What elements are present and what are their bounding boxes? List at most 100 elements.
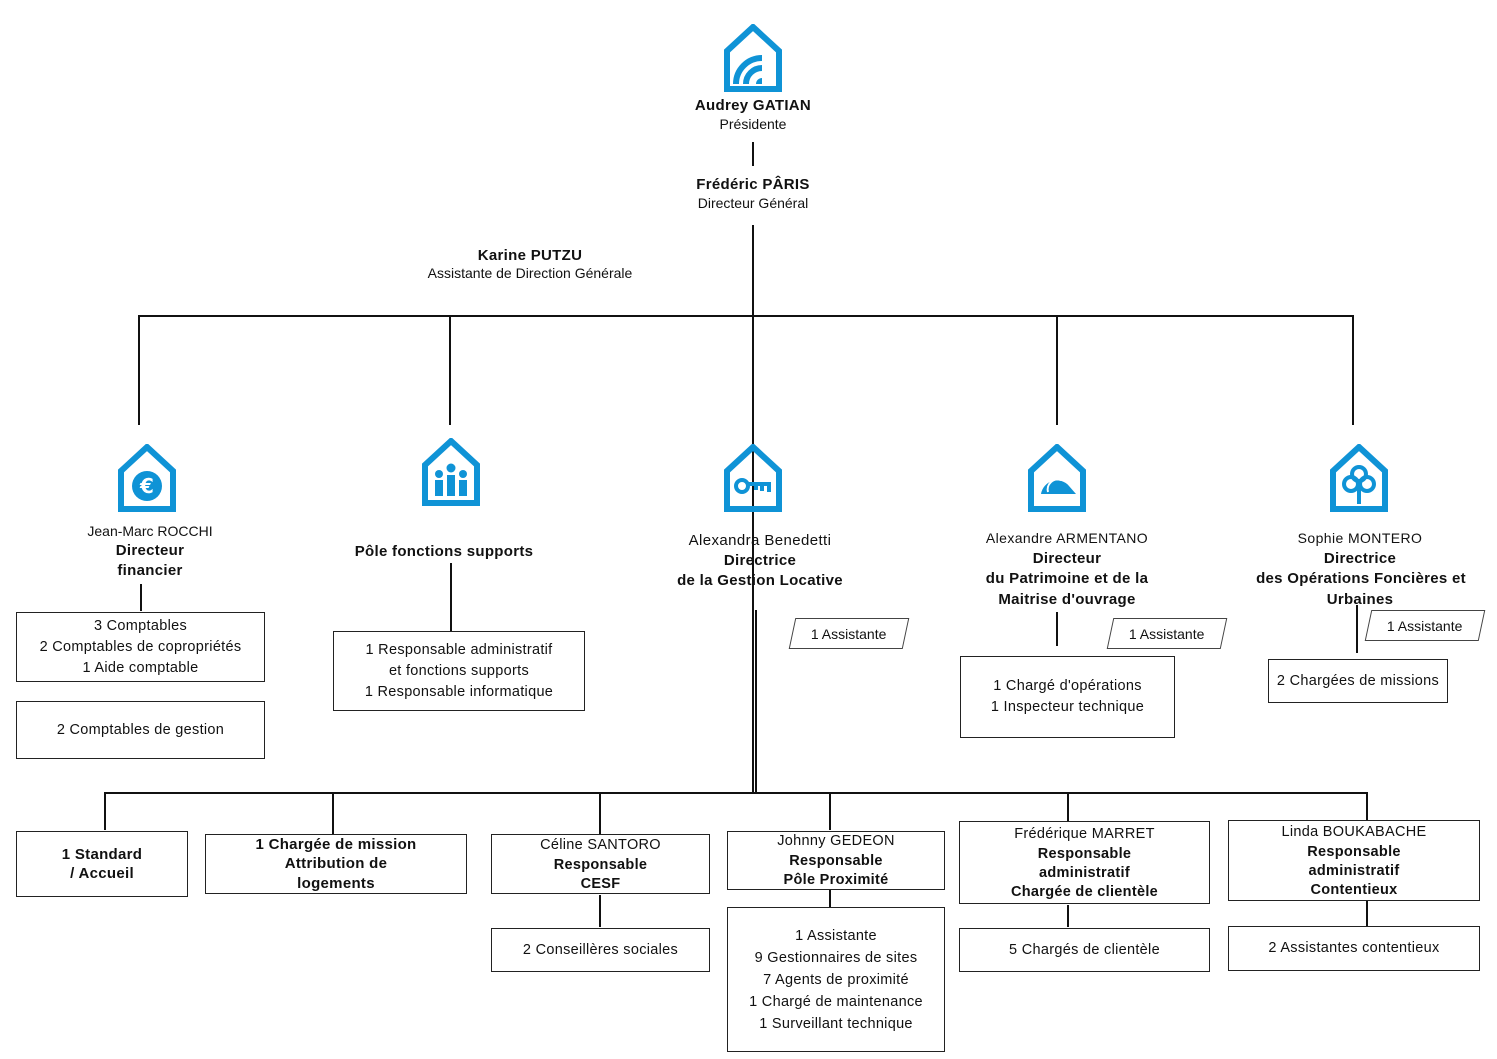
staff-line: 1 Aide comptable: [82, 659, 199, 676]
unit-manager-title: Responsable: [553, 856, 648, 873]
assistant-dg-name: Karine PUTZU: [477, 247, 583, 264]
finance-director-name: Jean-Marc ROCCHI: [87, 523, 213, 539]
staff-line: et fonctions supports: [388, 662, 530, 679]
cesf-unit-box: Céline SANTORO Responsable CESF: [491, 834, 710, 894]
house-people-icon: [422, 438, 480, 506]
mission-unit-box: 1 Chargée de mission Attribution de loge…: [205, 834, 467, 894]
president-name: Audrey GATIAN: [694, 97, 812, 114]
connector: [332, 792, 334, 834]
staff-line: 1 Chargé d'opérations: [993, 678, 1142, 694]
staff-line: 3 Comptables: [93, 617, 188, 634]
rental-director-name: Alexandra Benedetti: [688, 532, 832, 549]
unit-manager-name: Linda BOUKABACHE: [1281, 823, 1427, 840]
dg-title: Directeur Général: [697, 195, 809, 211]
connector: [755, 610, 757, 792]
cesf-staff-box: 2 Conseillères sociales: [491, 928, 710, 972]
heritage-staff-box: 1 Chargé d'opérations 1 Inspecteur techn…: [960, 656, 1175, 738]
proximite-staff-box: 1 Assistante 9 Gestionnaires de sites 7 …: [727, 907, 945, 1052]
connector: [829, 792, 831, 830]
clientele-unit-box: Frédérique MARRET Responsable administra…: [959, 821, 1210, 904]
land-assistant-badge: 1 Assistante: [1364, 610, 1486, 641]
unit-manager-title: Responsable: [1307, 843, 1401, 860]
staff-line: 2 Assistantes contentieux: [1268, 940, 1440, 956]
heritage-assistant-label: 1 Assistante: [1129, 625, 1205, 642]
house-key-icon: [724, 444, 782, 512]
staff-line: 5 Chargés de clientèle: [1009, 941, 1160, 958]
svg-text:€: €: [139, 474, 154, 498]
connector: [1067, 792, 1069, 821]
standard-unit-box: 1 Standard / Accueil: [16, 831, 188, 897]
unit-line: Attribution de: [284, 855, 388, 873]
finance-staff-box: 3 Comptables 2 Comptables de copropriété…: [16, 612, 265, 682]
unit-line: 1 Chargée de mission: [255, 835, 417, 853]
clientele-staff-box: 5 Chargés de clientèle: [959, 928, 1210, 972]
unit-manager-name: Céline SANTORO: [540, 836, 661, 853]
support-pole-title: Pôle fonctions supports: [354, 543, 534, 560]
connector: [449, 315, 451, 425]
connector: [104, 792, 1368, 794]
staff-line: 2 Chargées de missions: [1276, 672, 1440, 689]
finance-director-title: Directeur: [115, 542, 185, 559]
connector: [138, 315, 140, 425]
staff-line: 1 Inspecteur technique: [990, 699, 1145, 715]
rental-director-title: Directrice: [723, 552, 797, 569]
finance-management-box: 2 Comptables de gestion: [16, 701, 265, 759]
staff-line: 1 Responsable informatique: [364, 683, 554, 700]
finance-director-title-2: financier: [117, 562, 183, 579]
assistant-dg-title: Assistante de Direction Générale: [427, 265, 633, 281]
connector: [1352, 315, 1354, 425]
connector: [1056, 315, 1058, 425]
connector: [829, 890, 831, 907]
heritage-director-title-3: Maitrise d'ouvrage: [998, 591, 1136, 608]
house-wifi-icon: [724, 24, 782, 92]
connector: [1067, 905, 1069, 927]
connector: [599, 895, 601, 927]
connector: [140, 584, 142, 611]
unit-manager-title: administratif: [1308, 862, 1400, 879]
connector: [450, 563, 452, 631]
land-director-title-2: des Opérations Foncières et: [1256, 570, 1466, 587]
connector: [1366, 792, 1368, 820]
unit-line: 1 Standard: [61, 845, 143, 863]
staff-line: 1 Surveillant technique: [759, 1015, 913, 1032]
staff-line: 2 Comptables de gestion: [56, 721, 225, 738]
staff-line: 1 Assistante: [795, 927, 877, 944]
staff-line: 9 Gestionnaires de sites: [754, 949, 918, 966]
rental-assistant-badge: 1 Assistante: [788, 618, 910, 649]
president-title: Présidente: [719, 116, 787, 132]
heritage-assistant-badge: 1 Assistante: [1106, 618, 1228, 649]
contentieux-staff-box: 2 Assistantes contentieux: [1228, 926, 1480, 971]
unit-manager-title: Contentieux: [1310, 881, 1398, 898]
unit-manager-name: Frédérique MARRET: [1014, 825, 1155, 842]
staff-line: 7 Agents de proximité: [763, 971, 909, 988]
land-director-name: Sophie MONTERO: [1297, 530, 1423, 546]
house-helmet-icon: [1028, 444, 1086, 512]
unit-manager-name: Johnny GEDEON: [777, 833, 895, 849]
heritage-director-title-2: du Patrimoine et de la: [985, 570, 1149, 587]
unit-line: logements: [297, 874, 375, 892]
contentieux-unit-box: Linda BOUKABACHE Responsable administrat…: [1228, 820, 1480, 901]
unit-manager-title: administratif: [1039, 864, 1130, 881]
house-euro-icon: €: [118, 444, 176, 512]
connector: [752, 142, 754, 166]
connector: [1056, 612, 1058, 646]
unit-manager-title: Responsable: [789, 853, 883, 869]
staff-line: 2 Comptables de copropriétés: [39, 638, 242, 655]
heritage-director-name: Alexandre ARMENTANO: [985, 530, 1149, 546]
land-staff-box: 2 Chargées de missions: [1268, 659, 1448, 703]
staff-line: 2 Conseillères sociales: [522, 941, 679, 958]
staff-line: 1 Chargé de maintenance: [749, 993, 923, 1010]
rental-director-title-2: de la Gestion Locative: [677, 572, 843, 589]
house-tree-icon: [1330, 444, 1388, 512]
connector: [599, 792, 601, 834]
unit-manager-title: Responsable: [1037, 845, 1132, 862]
support-staff-box: 1 Responsable administratif et fonctions…: [333, 631, 585, 711]
unit-manager-title: Pôle Proximité: [783, 872, 889, 888]
connector: [1366, 900, 1368, 926]
proximite-unit-box: Johnny GEDEON Responsable Pôle Proximité: [727, 831, 945, 890]
heritage-director-title: Directeur: [1032, 550, 1102, 567]
land-director-title: Directrice: [1323, 550, 1397, 567]
connector: [138, 315, 1354, 317]
connector: [104, 792, 106, 830]
unit-line: / Accueil: [70, 865, 134, 882]
